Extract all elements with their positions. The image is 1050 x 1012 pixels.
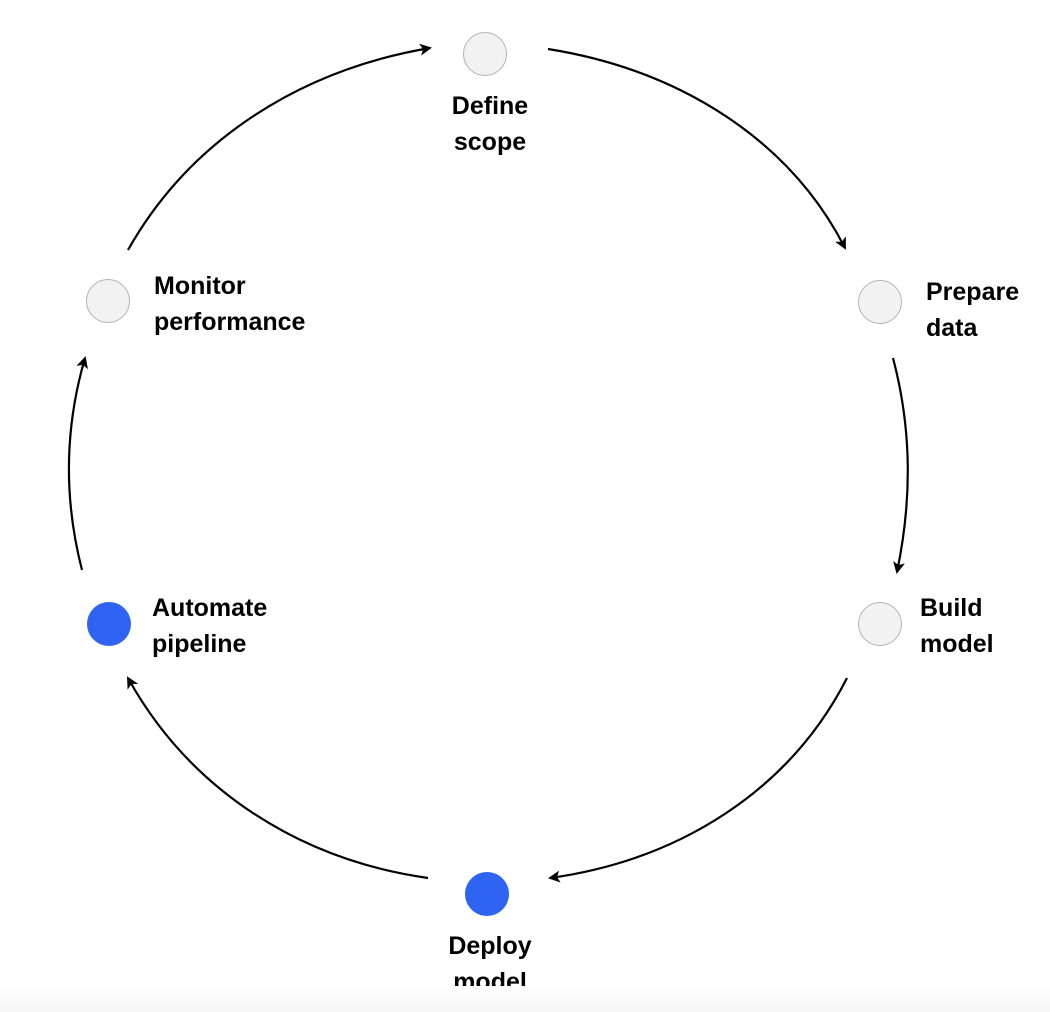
stage-monitor-performance-line2: performance bbox=[154, 308, 306, 336]
stage-automate-pipeline-node bbox=[87, 602, 131, 646]
stage-define-scope-line2: scope bbox=[453, 128, 527, 156]
stage-deploy-model-node bbox=[465, 872, 509, 916]
stage-define-scope-line1: Define bbox=[451, 92, 529, 120]
stage-automate-pipeline-line2: pipeline bbox=[152, 630, 247, 658]
stage-build-model-line1: Build bbox=[920, 594, 983, 622]
stage-build-model-node bbox=[858, 602, 902, 646]
stage-build-model-line2: model bbox=[920, 630, 994, 658]
stage-build-model-label: Build model bbox=[920, 590, 994, 662]
stage-define-scope-node bbox=[463, 32, 507, 76]
arrow-monitor-to-define bbox=[127, 43, 432, 251]
stage-define-scope-label: Define scope bbox=[415, 88, 565, 160]
stage-deploy-model-line1: Deploy bbox=[448, 932, 532, 960]
stage-monitor-performance-node bbox=[86, 279, 130, 323]
stage-monitor-performance-line1: Monitor bbox=[154, 272, 246, 300]
stage-automate-pipeline-line1: Automate bbox=[152, 594, 268, 622]
arrow-prepare-to-build bbox=[891, 357, 909, 574]
stage-prepare-data-line2: data bbox=[926, 314, 978, 342]
stage-prepare-data-line1: Prepare bbox=[926, 278, 1020, 306]
stage-prepare-data-label: Prepare data bbox=[926, 274, 1019, 346]
arrow-deploy-to-automate bbox=[127, 676, 429, 880]
arrow-define-to-prepare bbox=[547, 47, 846, 250]
arrow-build-to-deploy bbox=[548, 677, 848, 883]
stage-automate-pipeline-label: Automate pipeline bbox=[152, 590, 267, 662]
arrow-automate-to-monitor bbox=[67, 356, 88, 571]
bottom-edge-shade bbox=[0, 986, 1050, 1012]
stage-monitor-performance-label: Monitor performance bbox=[154, 268, 305, 340]
stage-prepare-data-node bbox=[858, 280, 902, 324]
